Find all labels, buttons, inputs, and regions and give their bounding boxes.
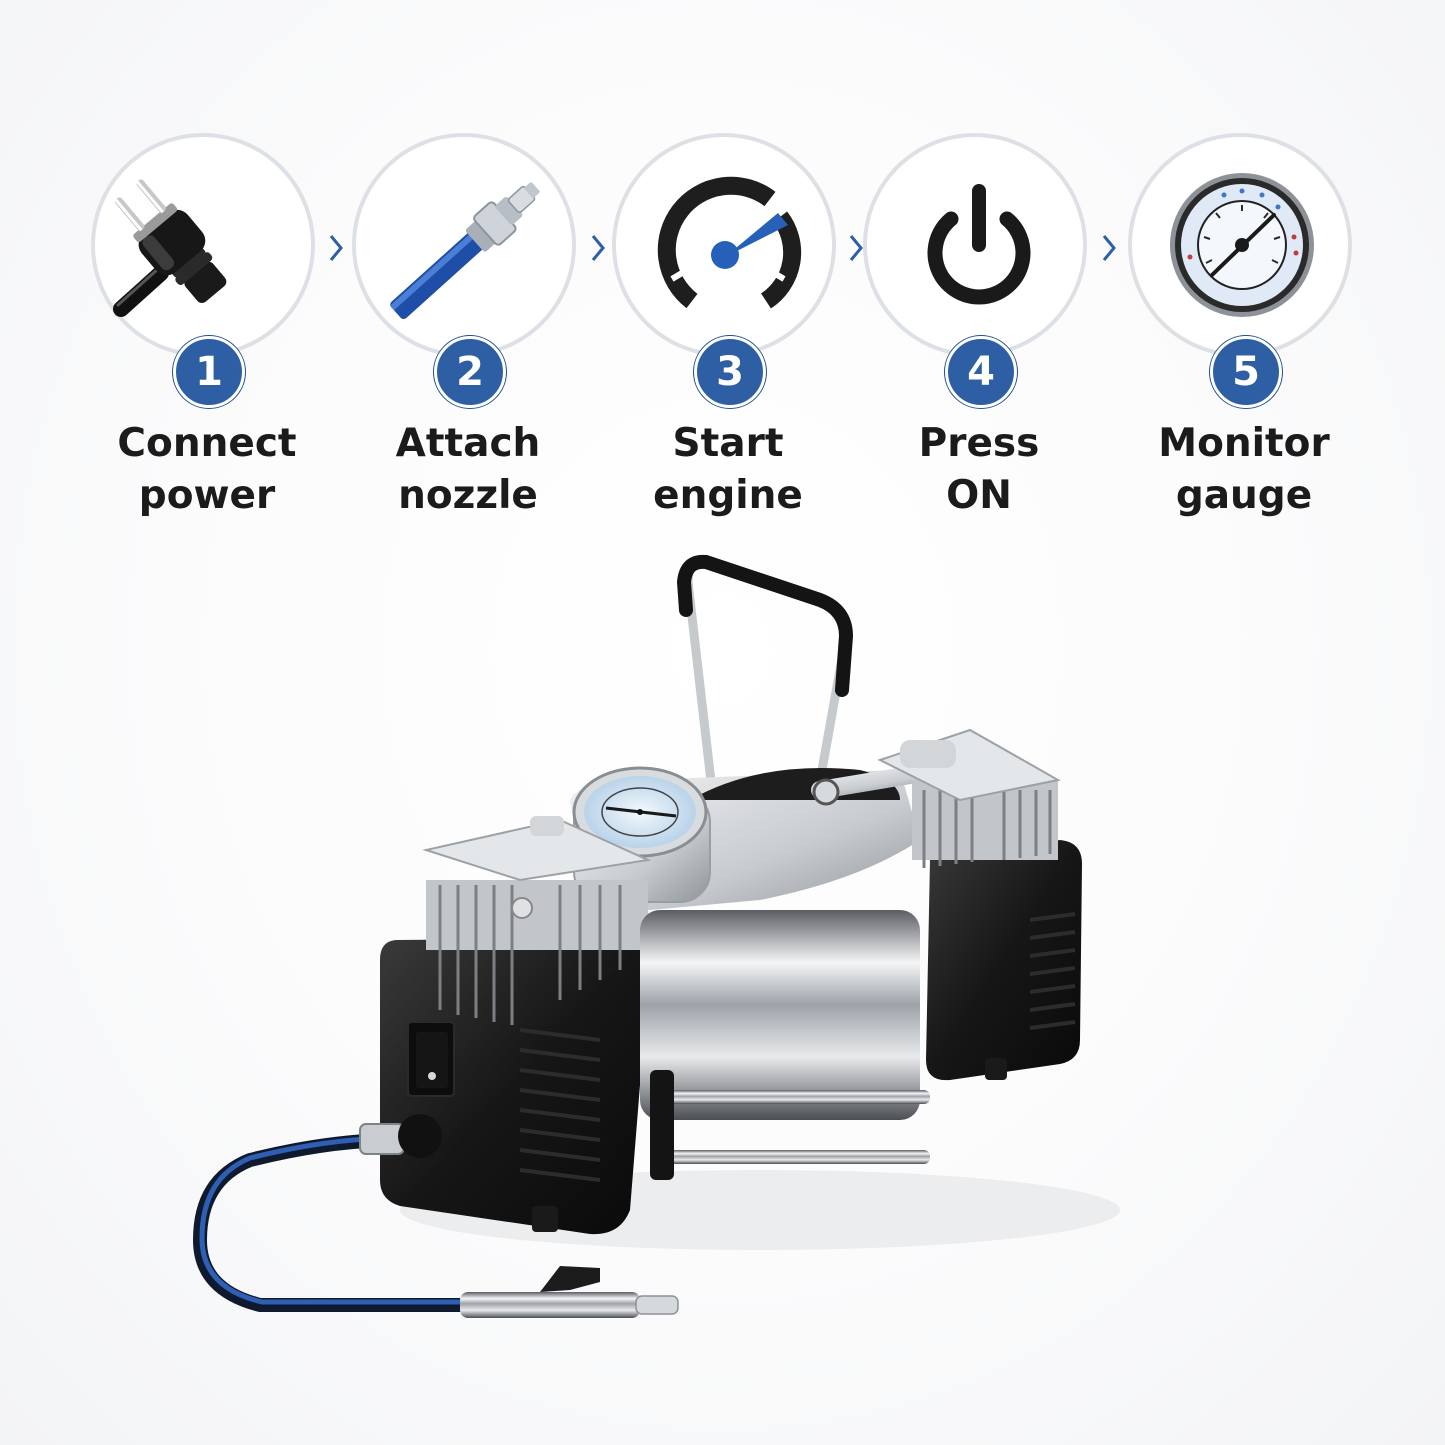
left-cooling-fins [422,816,652,1025]
chevron-right-icon [1102,235,1116,261]
right-cylinder-housing [926,840,1082,1081]
step-label: Monitor gauge [1158,421,1330,518]
step-number-badge: 1 [173,336,245,408]
step-number-badge: 2 [434,336,506,408]
air-hose [192,1114,477,1312]
chevron-right-icon [591,235,605,261]
step-label: Connect power [117,421,297,518]
step-label: Attach nozzle [395,421,541,518]
left-cylinder-housing [380,938,650,1235]
gauge-housing [570,761,949,910]
speedometer-icon [657,176,802,309]
air-compressor-illustration [192,554,1120,1318]
step-number-badge: 3 [694,336,766,408]
step-number-badge: 4 [945,336,1017,408]
chrome-cylinder [640,910,930,1180]
step-label: Press ON [918,421,1040,518]
carry-handle [676,554,854,791]
power-plug-icon [113,179,227,317]
step-number-badge: 5 [1210,336,1282,408]
hose-nozzle-icon [389,182,540,320]
steps-row: 1 Connect power 2 Attach nozzle [0,0,1445,540]
step-label: Start engine [653,421,803,518]
chuck-nozzle [460,1266,679,1318]
right-cooling-fins [877,728,1061,868]
chevron-right-icon [329,235,343,261]
pressure-gauge-icon [1170,173,1314,317]
chevron-right-icon [849,235,863,261]
power-button-icon [927,184,1031,305]
